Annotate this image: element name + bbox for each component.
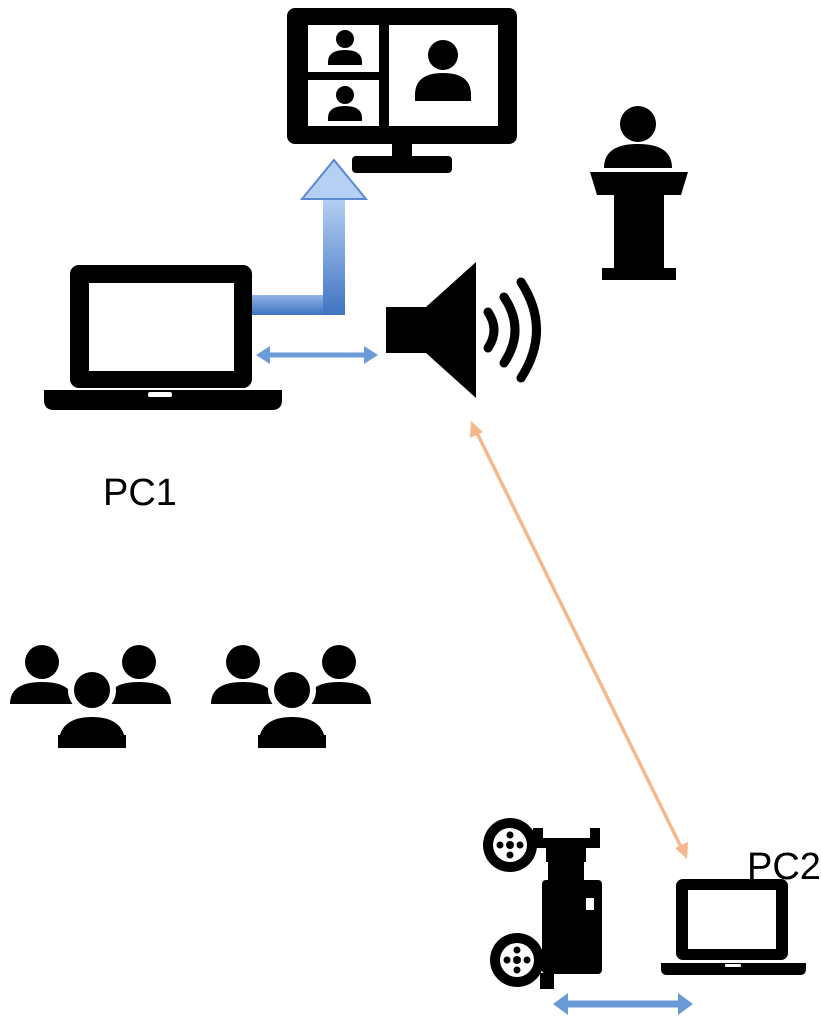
audience-group-icon — [211, 645, 371, 751]
participant-avatar-icon — [328, 30, 362, 65]
loudspeaker-icon — [386, 262, 541, 398]
video-camera-icon — [483, 818, 602, 989]
loudspeaker-pc2-arrow — [470, 421, 688, 859]
audience-group-icon — [10, 645, 171, 751]
pc1-to-monitor-arrow — [240, 158, 369, 315]
participant-avatar-icon — [328, 86, 362, 121]
speaker-podium-icon — [590, 106, 688, 280]
pc1-label: PC1 — [103, 472, 177, 514]
pc2-label: PC2 — [747, 846, 821, 888]
laptop-icon — [44, 265, 282, 410]
participant-avatar-icon — [415, 40, 471, 101]
laptop-icon — [661, 879, 806, 975]
pc1-loudspeaker-arrow — [256, 346, 378, 364]
video-conference-monitor-icon — [287, 8, 517, 173]
camera-pc2-arrow — [553, 993, 693, 1015]
